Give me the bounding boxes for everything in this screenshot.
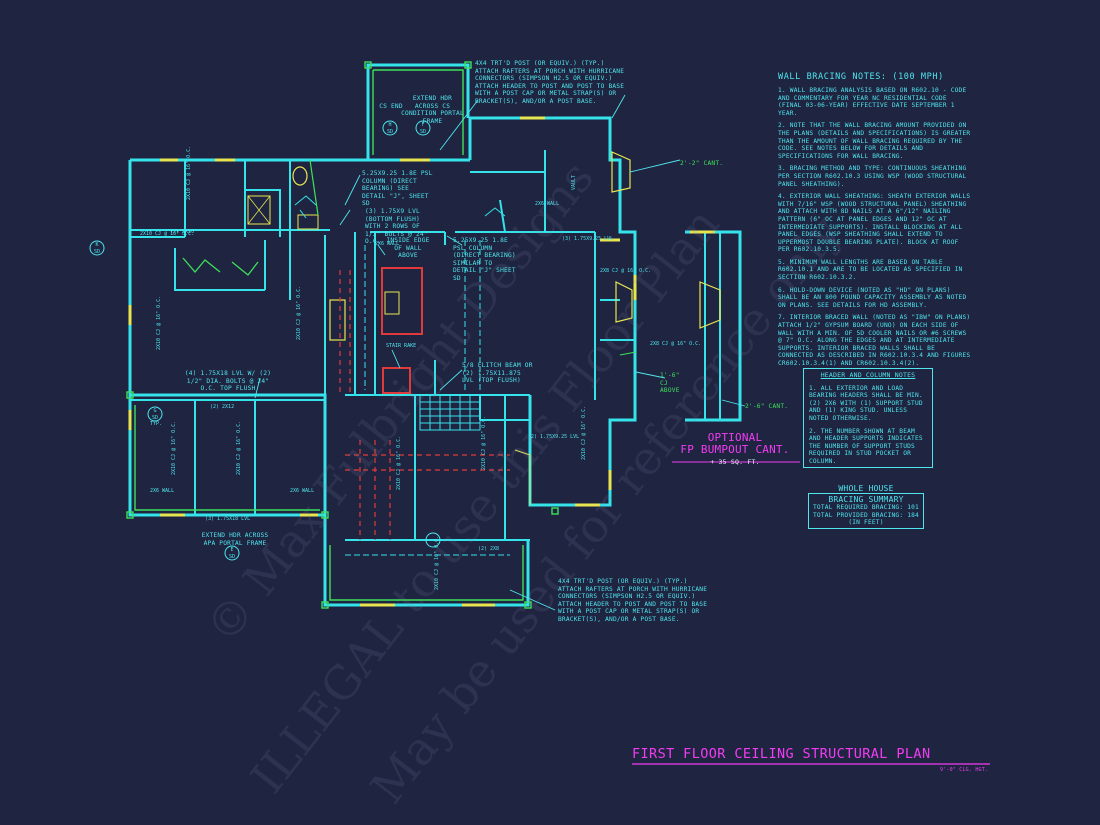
- bracing-summary-box: BRACING SUMMARY TOTAL REQUIRED BRACING: …: [808, 493, 924, 529]
- bumpout-area: + 35 SQ. FT.: [710, 458, 760, 466]
- plan-text-labels: 2x10 CJ @ 16" O.C. 2x10 CJ @ 16" O.C. 2x…: [140, 146, 701, 590]
- psl-right-callout: 5.25x9.25 1.8E PSL COLUMN (DIRECT BEARIN…: [453, 237, 516, 282]
- plan-title: FIRST FLOOR CEILING STRUCTURAL PLAN: [632, 746, 931, 762]
- wall-bracing-note-3: 3. BRACING METHOD AND TYPE: CONTINUOUS S…: [778, 165, 967, 188]
- header-column-notes-title: HEADER AND COLUMN NOTES: [820, 371, 916, 379]
- cant-note-3: 2'-6" CANT.: [745, 403, 789, 410]
- cj-label-2: 2x10 CJ @ 16" O.C.: [156, 296, 162, 350]
- porch-callout-bottom: 4X4 TRT'D POST (OR EQUIV.) (TYP.) ATTACH…: [558, 578, 708, 623]
- exterior-walls: [128, 63, 742, 607]
- wall-label-2: 2x6 WALL: [535, 201, 559, 207]
- cj-label-9: 2x10 CJ @ 16" O.C.: [434, 536, 440, 590]
- wall-bracing-notes: WALL BRACING NOTES: (100 MPH) 1. WALL BR…: [778, 72, 973, 368]
- stair-treads: [419, 394, 481, 431]
- section-letters: K SD G SD E SD H SD F SD: [94, 122, 426, 560]
- cant-note-1: 2'-2" CANT.: [680, 160, 724, 167]
- bracing-summary-title-2: BRACING SUMMARY: [828, 495, 904, 504]
- optional-bumpout-label: OPTIONAL FP BUMPOUT CANT. + 35 SQ. FT.: [665, 432, 805, 467]
- beam-lines: [140, 240, 510, 556]
- porch-outline: [134, 69, 524, 601]
- wall-bracing-note-7: 7. INTERIOR BRACED WALL (NOTED AS "IBW" …: [778, 314, 971, 367]
- wall-bracing-note-6: 6. HOLD-DOWN DEVICE (NOTED AS "HD" ON PL…: [778, 286, 967, 309]
- psl-left-callout: 5.25x9.25 1.8E PSL COLUMN (DIRECT BEARIN…: [362, 170, 433, 208]
- cant-note-2: 1'-6" CJ ABOVE: [660, 372, 680, 395]
- extend-hdr-bottom-callout: EXTEND HDR ACROSS APA PORTAL FRAME: [201, 532, 269, 547]
- typ-label: TYP.: [150, 421, 162, 427]
- bumpout-title: FP BUMPOUT CANT.: [680, 443, 790, 456]
- lvl-bolts-callout: (3) 1.75x9 LVL (BOTTOM FLUSH) WITH 2 ROW…: [365, 208, 428, 246]
- wall-label-3: 2x6 WALL: [150, 488, 174, 494]
- porch-posts: [126, 61, 559, 609]
- bracing-summary-line-3: (IN FEET): [848, 519, 884, 527]
- section-g-label: G: [153, 408, 156, 414]
- section-markers: [89, 120, 441, 561]
- wall-bracing-note-2: 2. NOTE THAT THE WALL BRACING AMOUNT PRO…: [778, 122, 971, 160]
- lvl-label-1: (3) 1.75x18 LVL: [205, 516, 250, 522]
- header-column-note-1: 1. ALL EXTERIOR AND LOAD BEARING HEADERS…: [809, 384, 923, 422]
- cj-label-7: 2x10 CJ @ 16" O.C.: [481, 416, 487, 470]
- flitch-callout: 5/8 FLITCH BEAM OR (2) 1.75x11.875 LVL (…: [462, 362, 533, 385]
- section-k-label: K: [95, 242, 98, 248]
- wall-bracing-note-4: 4. EXTERIOR WALL SHEATHING: SHEATH EXTER…: [778, 193, 971, 254]
- bracing-summary-line-1: TOTAL REQUIRED BRACING: 101: [813, 504, 919, 511]
- plan-subtitle: 9'-0" CLG. HGT.: [940, 767, 989, 773]
- lvl-label-3: (3) 1.75x9.25 LVL: [562, 236, 613, 242]
- wall-label-1: 2x6 WALL: [375, 241, 399, 247]
- cj-label-6: 2x10 CJ @ 16" O.C.: [396, 436, 402, 490]
- wall-bracing-notes-title: WALL BRACING NOTES: (100 MPH): [778, 72, 944, 82]
- optional-title: OPTIONAL: [707, 431, 763, 444]
- wall-bracing-notes-list: 1. WALL BRACING ANALYSIS BASED ON R602.1…: [778, 87, 973, 368]
- cj-label-12: 2x10 CJ @ 16" O.C.: [140, 231, 194, 237]
- bracing-summary: WHOLE HOUSE BRACING SUMMARY TOTAL REQUIR…: [808, 484, 924, 529]
- section-g-sd: SD: [152, 415, 158, 421]
- section-f-sd: SD: [420, 129, 426, 135]
- inside-edge-callout: INSIDE EDGE OF WALL ABOVE: [386, 237, 430, 260]
- header-ticks: [128, 116, 715, 607]
- wall-bracing-note-5: 5. MINIMUM WALL LENGTHS ARE BASED ON TAB…: [778, 258, 963, 282]
- wall-bracing-note-1: 1. WALL BRACING ANALYSIS BASED ON R602.1…: [778, 87, 967, 117]
- leader-lines: [254, 94, 746, 611]
- section-e-sd: SD: [229, 554, 235, 560]
- cj-label-1: 2x10 CJ @ 16" O.C.: [186, 146, 192, 200]
- bracing-summary-title-1: WHOLE HOUSE: [838, 484, 894, 493]
- cj-label-8: 2x10 CJ @ 16" O.C.: [581, 406, 587, 460]
- fixtures: [182, 151, 721, 505]
- cs-end-callout: CS END: [379, 103, 403, 110]
- hdr-label-3: (2) 2x12: [210, 404, 234, 410]
- header-column-notes: HEADER AND COLUMN NOTES 1. ALL EXTERIOR …: [803, 368, 933, 468]
- joist-dashes: [339, 270, 510, 540]
- porch-callout-top: 4X4 TRT'D POST (OR EQUIV.) (TYP.) ATTACH…: [475, 60, 625, 105]
- section-h-sd: SD: [387, 129, 393, 135]
- lvl-left-callout: (4) 1.75x18 LVL W/ (2) 1/2" DIA. BOLTS @…: [184, 370, 272, 393]
- vault-label: VAULT: [571, 175, 577, 190]
- cj-label-3: 2x10 CJ @ 16" O.C.: [296, 286, 302, 340]
- section-e-label: E: [230, 547, 233, 553]
- bracing-summary-line-2: TOTAL PROVIDED BRACING: 184: [813, 511, 919, 519]
- section-f-label: F: [421, 122, 424, 128]
- wall-label-4: 2x6 WALL: [290, 488, 314, 494]
- stair-rake-label: STAIR RAKE: [386, 343, 416, 349]
- hdr-label-1: (2) 2x10: [170, 229, 194, 235]
- cj-label-5: 2x10 CJ @ 16" O.C.: [236, 421, 242, 475]
- interior-walls: [130, 150, 721, 541]
- section-h-label: H: [388, 122, 391, 128]
- cj-label-11: 2x8 CJ @ 16" O.C.: [650, 341, 701, 347]
- section-k-sd: SD: [94, 249, 100, 255]
- hdr-label-2: (2) 2x8: [478, 546, 499, 552]
- extend-hdr-top-callout: EXTEND HDR ACROSS CS CONDITION PORTAL FR…: [401, 95, 464, 125]
- lvl-label-2: (2) 1.75x9.25 LVL: [528, 434, 579, 440]
- header-column-notes-list: 1. ALL EXTERIOR AND LOAD BEARING HEADERS…: [809, 385, 927, 466]
- cj-label-10: 2x8 CJ @ 16" O.C.: [600, 268, 651, 274]
- cj-label-4: 2x10 CJ @ 16" O.C.: [171, 421, 177, 475]
- header-column-note-2: 2. THE NUMBER SHOWN AT BEAM AND HEADER S…: [809, 427, 923, 465]
